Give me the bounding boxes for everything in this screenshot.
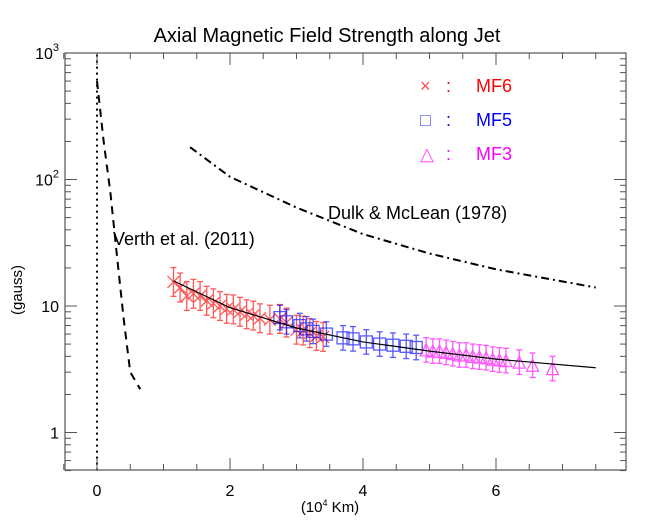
series-mf6 bbox=[167, 266, 330, 352]
legend-separator: : bbox=[446, 76, 451, 96]
y-tick-label: 1 bbox=[50, 426, 59, 443]
y-tick-label: 102 bbox=[35, 169, 59, 190]
legend: ×: MF6 □: MF5 △: MF3 bbox=[420, 76, 512, 164]
annotation-dulk-mclean: Dulk & McLean (1978) bbox=[328, 203, 507, 223]
curve-verth-et-al-2011- bbox=[96, 80, 142, 390]
legend-label-mf3: MF3 bbox=[476, 144, 512, 164]
x-tick-label: 2 bbox=[226, 483, 235, 500]
x-tick-label: 4 bbox=[359, 483, 368, 500]
legend-label-mf6: MF6 bbox=[476, 76, 512, 96]
plot-frame bbox=[64, 52, 627, 471]
legend-marker-icon: △ bbox=[420, 144, 434, 164]
y-tick-label: 10 bbox=[41, 299, 59, 316]
x-axis-label: (104 Km) bbox=[301, 498, 359, 516]
legend-label-mf5: MF5 bbox=[476, 110, 512, 130]
x-tick-label: 0 bbox=[93, 483, 102, 500]
y-axis-label: (gauss) bbox=[9, 265, 26, 315]
plot-area bbox=[96, 53, 596, 471]
x-tick-label: 6 bbox=[492, 483, 501, 500]
y-tick-label: 103 bbox=[35, 42, 59, 63]
legend-marker-icon: □ bbox=[420, 110, 431, 130]
annotation-verth: Verth et al. (2011) bbox=[113, 229, 255, 249]
curve-power-law-fit bbox=[173, 280, 596, 369]
chart-title: Axial Magnetic Field Strength along Jet bbox=[154, 25, 501, 47]
legend-separator: : bbox=[446, 144, 451, 164]
series-mf3 bbox=[419, 336, 560, 382]
curve-dulk-mclean-1978- bbox=[189, 146, 596, 289]
legend-separator: : bbox=[446, 110, 451, 130]
legend-marker-icon: × bbox=[420, 76, 431, 96]
